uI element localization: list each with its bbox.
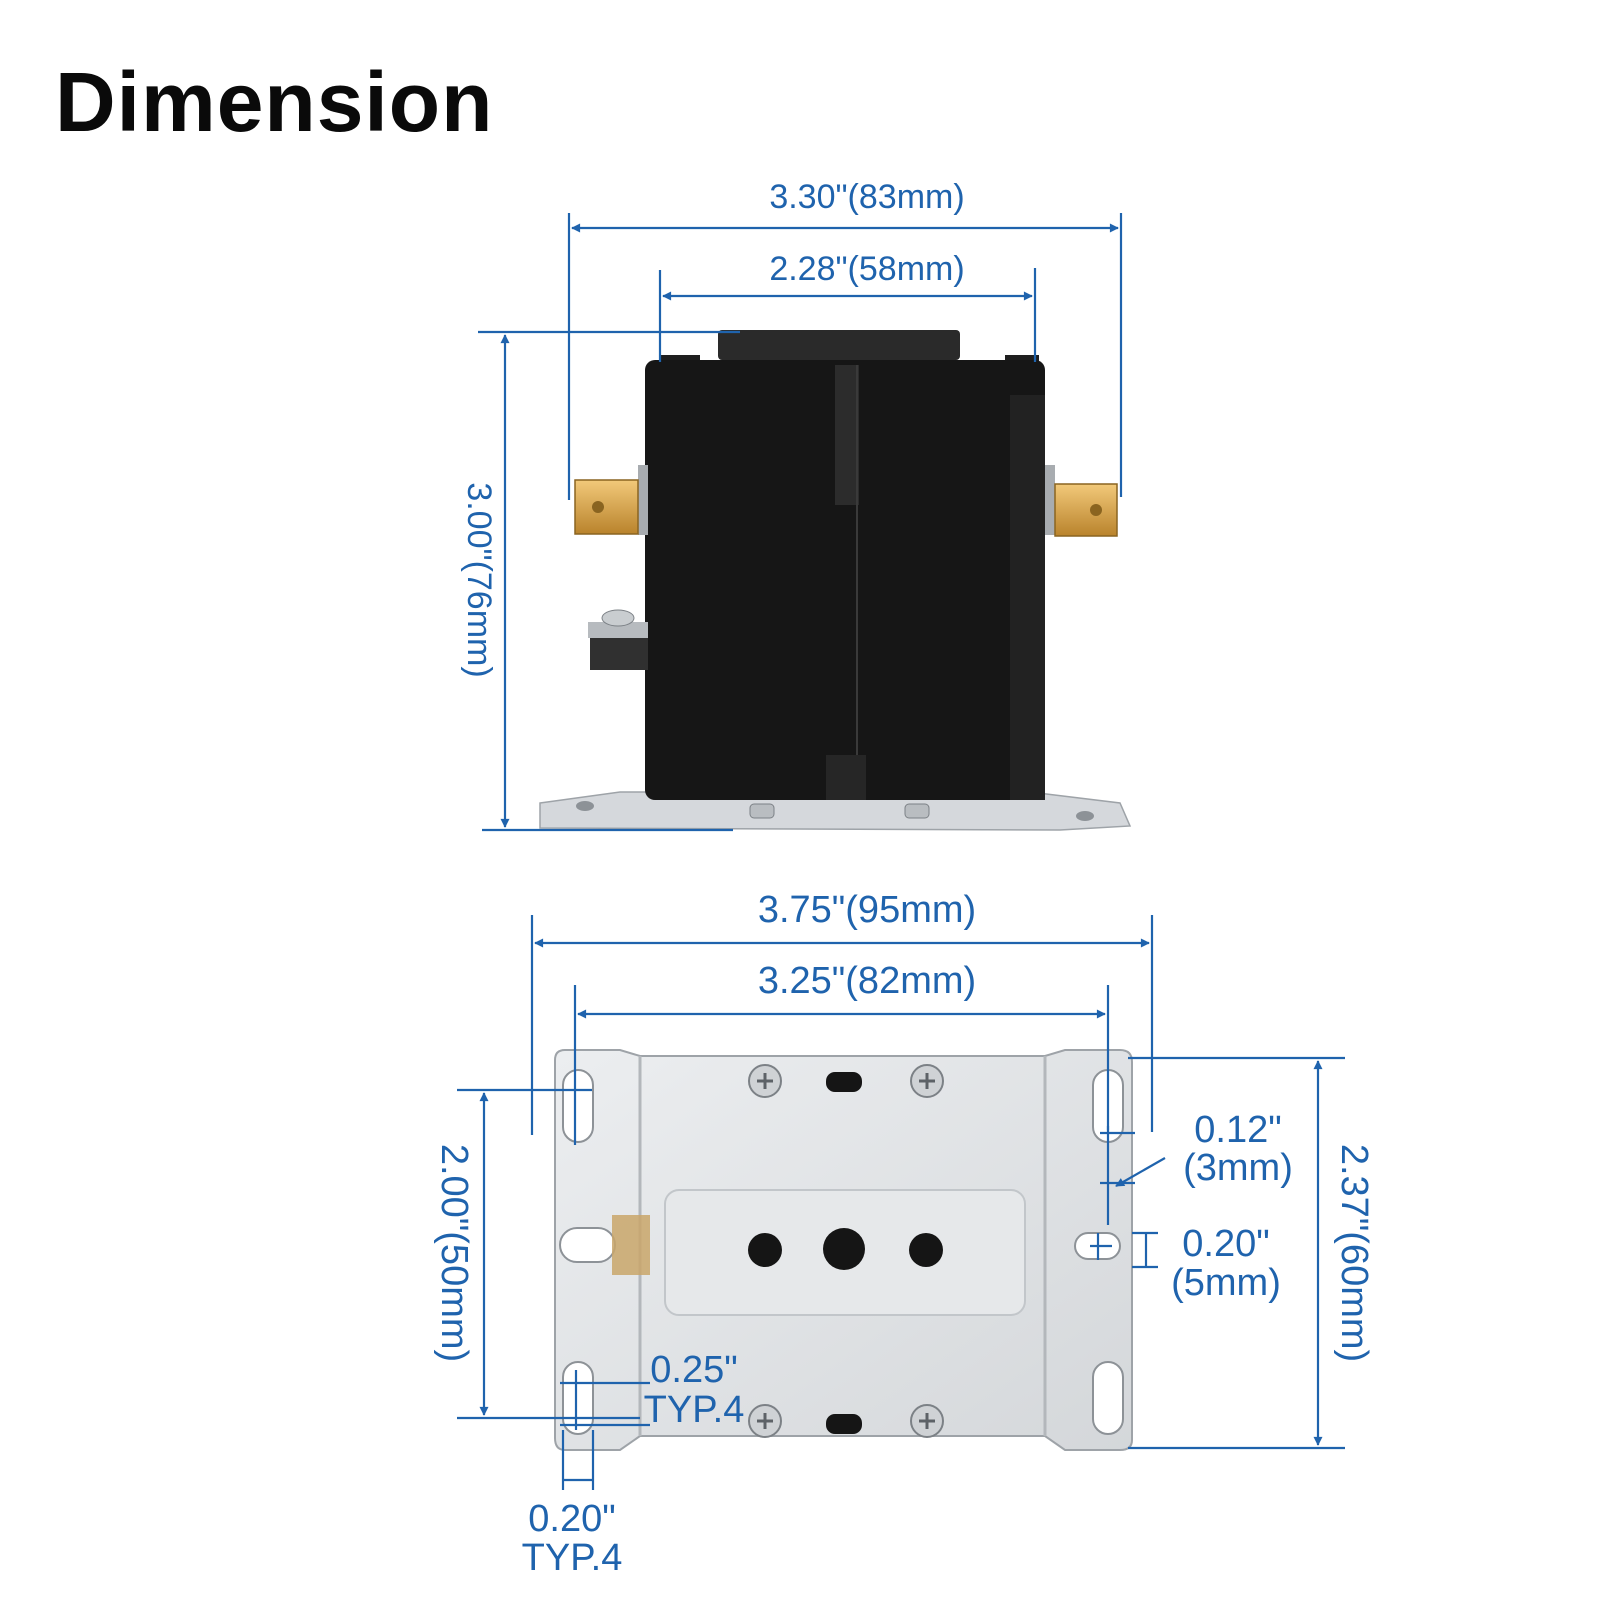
plate-screw-top-right (910, 1064, 944, 1098)
label-keyhole-height-mm: (5mm) (1171, 1262, 1281, 1304)
base-screw-left (749, 803, 775, 819)
mounting-plate-view (554, 1049, 1133, 1451)
label-slot-length-typ: TYP.4 (644, 1389, 745, 1431)
label-top-body-width: 2.28"(58mm) (769, 250, 964, 288)
plate-screw-bottom-right (910, 1404, 944, 1438)
bottom-notch (826, 755, 866, 800)
label-slot-offset-in: 0.12" (1194, 1109, 1281, 1151)
plate-hole-3 (909, 1233, 943, 1267)
top-view-dimensions (478, 213, 1123, 832)
plate-hole-1 (748, 1233, 782, 1267)
label-slot-length-in: 0.25" (650, 1349, 737, 1391)
base-hole-right (1076, 811, 1094, 821)
terminal-left (574, 479, 639, 535)
mount-slot-top-left (562, 1069, 594, 1143)
contactor-side-panel (1010, 395, 1045, 800)
plate-center-slot-bottom (826, 1414, 862, 1434)
contactor-side-view (539, 330, 1132, 831)
label-slot-width-typ: TYP.4 (522, 1537, 623, 1579)
label-keyhole-height-in: 0.20" (1182, 1223, 1269, 1265)
base-hole-left (576, 801, 594, 811)
side-terminal-plate (588, 622, 648, 638)
terminal-right-hole (1090, 504, 1102, 516)
label-plate-height: 2.37"(60mm) (1333, 1144, 1375, 1362)
plate-hole-2 (823, 1228, 865, 1270)
bottom-view-dimensions (457, 915, 1345, 1490)
terminal-left-hole (592, 501, 604, 513)
label-slot-spacing: 2.00"(50mm) (433, 1144, 475, 1362)
plate-screw-top-left (748, 1064, 782, 1098)
plate-screw-bottom-left (748, 1404, 782, 1438)
label-plate-hole-spacing: 3.25"(82mm) (758, 960, 976, 1002)
terminal-right (1054, 483, 1118, 537)
mount-slot-bottom-right (1092, 1361, 1124, 1435)
center-ridge (835, 365, 859, 505)
label-top-height: 3.00"(76mm) (460, 482, 498, 677)
plate-center-slot-top (826, 1072, 862, 1092)
dim-leader-slot-offset (1115, 1157, 1166, 1187)
keyhole-slot-left (559, 1227, 616, 1263)
base-screw-right (904, 803, 930, 819)
page-title: Dimension (55, 55, 494, 149)
label-top-overall-width: 3.30"(83mm) (769, 178, 964, 216)
label-slot-offset-mm: (3mm) (1183, 1147, 1293, 1189)
label-slot-width-in: 0.20" (528, 1498, 615, 1540)
side-terminal-screw (601, 609, 635, 627)
contactor-top-cap (718, 330, 960, 360)
label-plate-overall-width: 3.75"(95mm) (758, 889, 976, 931)
terminal-left-bracket (638, 465, 648, 535)
mount-slot-bottom-left (562, 1361, 594, 1435)
contactor-body (645, 360, 1045, 800)
terminal-right-bracket (1045, 465, 1055, 535)
keyhole-brass-insert (612, 1215, 650, 1275)
